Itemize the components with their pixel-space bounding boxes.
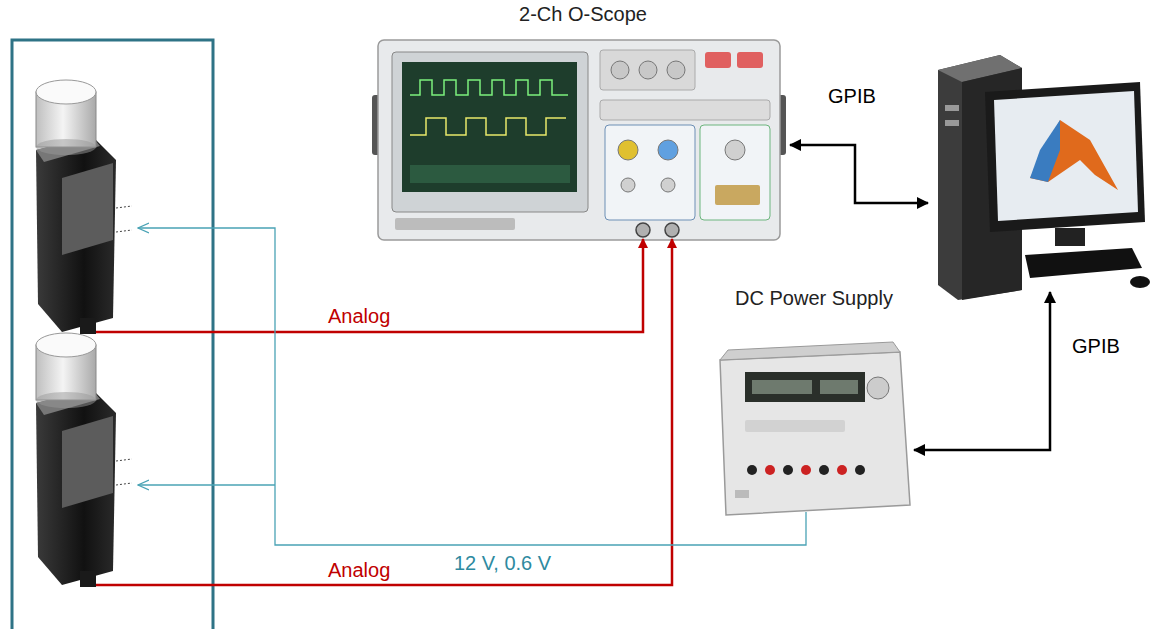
analog-wire — [96, 239, 643, 332]
voltage-label: 12 V, 0.6 V — [452, 551, 553, 575]
device-title: DC Power Supply — [700, 286, 928, 310]
computer — [938, 55, 1150, 300]
enclosure — [12, 40, 213, 629]
bus-label: GPIB — [1070, 334, 1122, 358]
bus-label: GPIB — [826, 84, 878, 108]
analog-wire — [96, 239, 672, 585]
signal-label: Analog — [326, 304, 392, 328]
instrument-box: DC Power Supply — [700, 286, 928, 518]
power-wire — [138, 228, 806, 545]
sensor — [36, 80, 132, 334]
gpib-cable — [914, 292, 1050, 450]
sensor — [36, 333, 132, 587]
device-title: 2-Ch O-Scope — [378, 2, 788, 26]
gpib-cable — [790, 145, 928, 203]
oscilloscope — [372, 40, 786, 240]
power-supply — [720, 342, 910, 515]
power-wire — [138, 484, 275, 485]
instrument-box: 2-Ch O-Scope — [378, 2, 788, 242]
signal-label: Analog — [326, 558, 392, 582]
